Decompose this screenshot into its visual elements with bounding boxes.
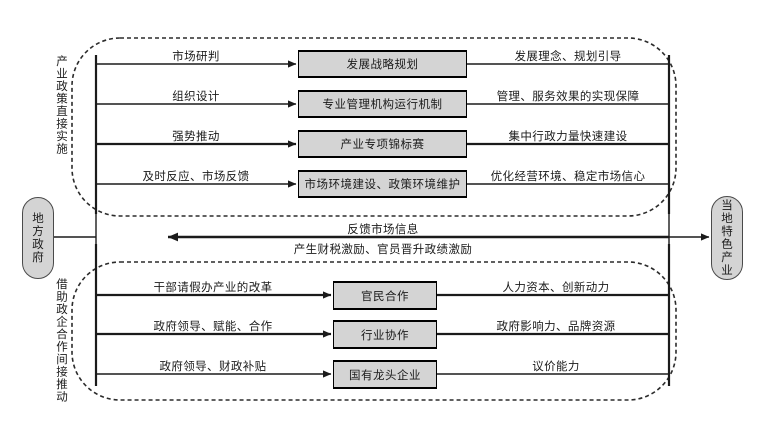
feedback-label-above: 反馈市场信息	[347, 222, 419, 236]
feedback-label-below: 产生财税激励、官员晋升政绩激励	[293, 242, 473, 256]
node-local-government[interactable]: 地方政府	[22, 197, 54, 279]
input-label-3: 强势推动	[172, 129, 220, 143]
node-local-industry[interactable]: 当地特色产业	[711, 196, 743, 280]
node-local-government-label: 地方政府	[31, 212, 45, 264]
output-label-6: 政府影响力、品牌资源	[496, 319, 616, 333]
dashed-container-direct	[71, 37, 677, 217]
input-label-2: 组织设计	[172, 89, 220, 103]
group-caption-direct: 产业政策直接实施	[55, 55, 69, 155]
dashed-container-indirect	[71, 261, 677, 401]
process-box-3[interactable]: 产业专项锦标赛	[298, 130, 467, 158]
output-label-7: 议价能力	[532, 359, 580, 373]
input-label-4: 及时反应、市场反馈	[142, 169, 250, 183]
group-caption-indirect: 借助政企合作间接推动	[55, 278, 69, 403]
input-label-7: 政府领导、财政补贴	[159, 359, 267, 373]
output-label-1: 发展理念、规划引导	[514, 49, 622, 63]
process-box-6[interactable]: 行业协作	[333, 320, 437, 349]
output-label-5: 人力资本、创新动力	[502, 280, 610, 294]
process-box-4[interactable]: 市场环境建设、政策环境维护	[298, 170, 467, 198]
process-box-7[interactable]: 国有龙头企业	[333, 360, 437, 389]
process-box-5[interactable]: 官民合作	[333, 281, 437, 310]
process-box-1[interactable]: 发展战略规划	[298, 50, 467, 78]
output-label-2: 管理、服务效果的实现保障	[496, 89, 640, 103]
input-label-5: 干部请假办产业的改革	[153, 280, 273, 294]
input-label-1: 市场研判	[172, 49, 220, 63]
process-box-2[interactable]: 专业管理机构运行机制	[298, 90, 467, 118]
output-label-4: 优化经营环境、稳定市场信心	[490, 169, 646, 183]
node-local-industry-label: 当地特色产业	[720, 199, 734, 277]
output-label-3: 集中行政力量快速建设	[508, 129, 628, 143]
input-label-6: 政府领导、赋能、合作	[153, 319, 273, 333]
